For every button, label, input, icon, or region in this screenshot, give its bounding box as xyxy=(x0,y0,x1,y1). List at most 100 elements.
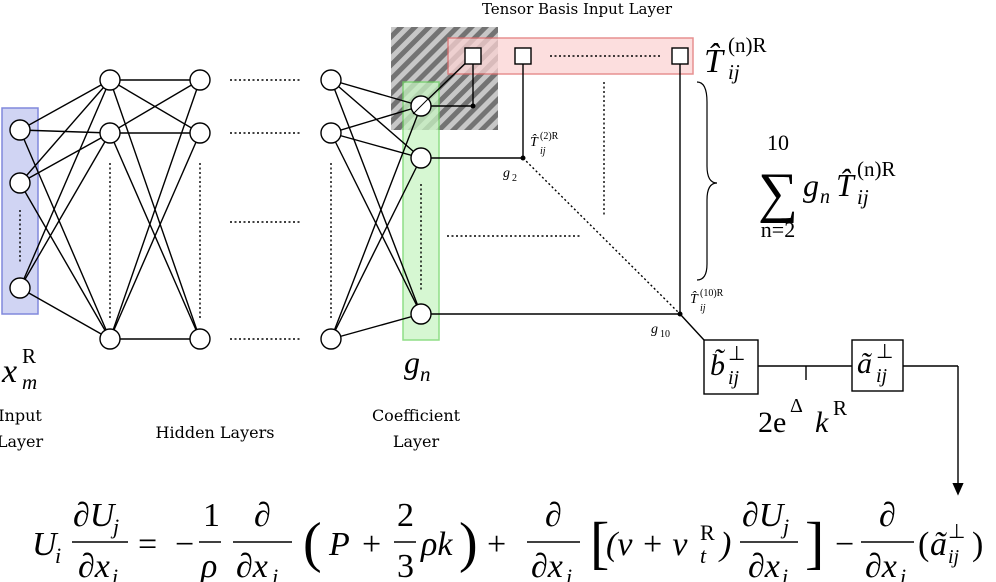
svg-text:[: [ xyxy=(590,510,609,575)
svg-text:m: m xyxy=(22,370,37,394)
svg-text:(ν + ν: (ν + ν xyxy=(606,526,688,563)
a-perp-box xyxy=(851,339,904,392)
svg-text:i: i xyxy=(566,564,572,582)
input-layer-label: Input xyxy=(0,406,42,425)
svg-text:∂: ∂ xyxy=(254,497,271,534)
svg-text:2e: 2e xyxy=(758,406,786,439)
svg-text:R: R xyxy=(833,396,847,420)
tensor-basis-layer-label: Tensor Basis Input Layer xyxy=(482,0,673,18)
svg-text:2: 2 xyxy=(512,173,517,184)
svg-text:10: 10 xyxy=(767,130,789,155)
hidden-node xyxy=(320,69,342,91)
tensor-basis-layer-box xyxy=(447,37,694,75)
svg-text:T̂: T̂ xyxy=(704,42,725,80)
svg-text:k: k xyxy=(815,406,829,439)
momentum-equation: U i ∂U j ∂x i = − 1 ρ ∂ ∂x j ( P + 2 3 ρ… xyxy=(32,497,983,582)
svg-text:R: R xyxy=(700,520,715,545)
tensor-basis-variable-label: T̂ (n)R ij xyxy=(704,33,767,84)
svg-text:ij: ij xyxy=(876,365,888,387)
svg-text:): ) xyxy=(718,526,731,563)
svg-text:∑: ∑ xyxy=(758,162,798,224)
b-perp-box xyxy=(703,339,759,395)
svg-text:+: + xyxy=(362,526,381,563)
junction-dot xyxy=(470,103,476,109)
svg-text:t: t xyxy=(700,543,707,568)
svg-text:ij: ij xyxy=(540,146,546,157)
svg-text:ã: ã xyxy=(930,526,947,563)
svg-text:∂x: ∂x xyxy=(78,548,110,582)
hidden-node xyxy=(189,69,211,91)
network-nodes xyxy=(9,69,432,350)
svg-text:U: U xyxy=(32,526,59,563)
svg-text:i: i xyxy=(112,564,118,582)
svg-text:+: + xyxy=(487,526,506,563)
svg-text:2: 2 xyxy=(397,497,414,534)
svg-text:g: g xyxy=(404,344,420,380)
svg-text:ij: ij xyxy=(700,303,706,314)
svg-text:ã: ã xyxy=(857,347,872,380)
tensor-node xyxy=(671,47,689,65)
input-node xyxy=(9,277,31,299)
svg-text:T̂: T̂ xyxy=(530,134,539,150)
svg-text:Δ: Δ xyxy=(790,395,803,417)
tensor-node xyxy=(514,47,532,65)
svg-text:g: g xyxy=(651,322,658,337)
tensor-10-label: T̂ (10)R ij xyxy=(690,288,724,314)
svg-text:(: ( xyxy=(303,512,322,574)
svg-text:n=2: n=2 xyxy=(761,217,795,242)
svg-text:j: j xyxy=(269,564,278,582)
coefficient-variable-label: g n xyxy=(404,344,431,386)
svg-text:(2)R: (2)R xyxy=(540,131,559,142)
b-perp-label: b̃ ⊥ ij xyxy=(710,343,745,389)
hidden-node xyxy=(189,328,211,350)
coefficient-node xyxy=(410,147,432,169)
svg-text:∂x: ∂x xyxy=(865,548,897,582)
coefficient-node xyxy=(410,303,432,325)
svg-text:3: 3 xyxy=(397,548,414,582)
svg-text:ij: ij xyxy=(728,60,740,84)
scaling-factor-label: 2e Δ k R xyxy=(758,395,847,439)
svg-text:⊥: ⊥ xyxy=(948,521,965,543)
g2-label: g 2 xyxy=(503,166,517,184)
svg-text:⊥: ⊥ xyxy=(728,343,745,365)
tensor-node xyxy=(464,47,482,65)
svg-text:]: ] xyxy=(805,510,824,575)
svg-text:⊥: ⊥ xyxy=(876,341,893,363)
svg-text:10: 10 xyxy=(660,329,670,340)
svg-text:x: x xyxy=(1,353,17,390)
svg-text:n: n xyxy=(820,186,830,208)
summation-brace xyxy=(696,81,718,281)
svg-text:∂U: ∂U xyxy=(742,497,786,534)
summation-expression: 10 ∑ n=2 g n T̂ (n)R ij xyxy=(758,130,895,242)
hidden-node xyxy=(320,122,342,144)
input-node xyxy=(9,172,31,194)
svg-text:): ) xyxy=(459,512,478,574)
a-perp-label: ã ⊥ ij xyxy=(857,341,893,387)
svg-text:ij: ij xyxy=(948,546,960,568)
svg-text:ij: ij xyxy=(857,185,869,209)
svg-text:∂: ∂ xyxy=(879,497,896,534)
svg-text:∂x: ∂x xyxy=(748,548,780,582)
svg-text:1: 1 xyxy=(203,497,220,534)
svg-text:i: i xyxy=(782,564,788,582)
svg-text:P: P xyxy=(328,526,350,563)
hidden-node xyxy=(99,122,121,144)
input-node xyxy=(9,119,31,141)
svg-text:(n)R: (n)R xyxy=(728,33,767,57)
svg-text:j: j xyxy=(780,514,789,539)
svg-text:=: = xyxy=(138,526,157,563)
g10-label: g 10 xyxy=(651,322,670,340)
svg-text:n: n xyxy=(420,362,431,386)
svg-text:(: ( xyxy=(918,526,929,563)
svg-text:g: g xyxy=(503,166,510,181)
svg-text:j: j xyxy=(110,514,119,539)
svg-text:∂x: ∂x xyxy=(531,548,563,582)
svg-text:∂U: ∂U xyxy=(73,497,117,534)
coefficient-layer-label-2: Layer xyxy=(393,432,440,451)
hidden-node xyxy=(99,328,121,350)
hidden-node xyxy=(189,122,211,144)
svg-text:R: R xyxy=(22,344,36,368)
hidden-node xyxy=(99,69,121,91)
junction-dot xyxy=(677,311,683,317)
